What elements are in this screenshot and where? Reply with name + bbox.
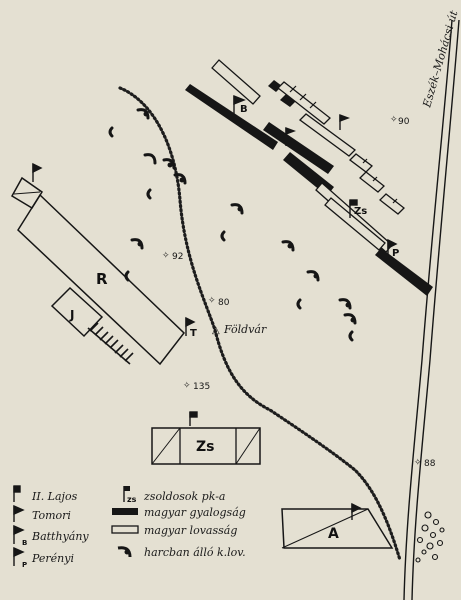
marsh-symbols xyxy=(415,511,445,563)
unit-J: J xyxy=(50,286,104,338)
elevation-80: 80 xyxy=(218,298,230,308)
legend-text-tomori: Tomori xyxy=(32,509,71,522)
unit-Zs-bottom: Zs xyxy=(151,427,261,465)
cavalry-hatch xyxy=(289,85,398,204)
cavalry-unit xyxy=(211,59,261,105)
unit-label-P: P xyxy=(392,248,399,259)
infantry-bar xyxy=(375,248,433,296)
infantry-bar xyxy=(263,122,334,174)
unit-label-R: R xyxy=(96,270,108,288)
elevation-92: 92 xyxy=(172,252,183,262)
artillery-line xyxy=(87,322,134,365)
unit-label-B: B xyxy=(240,104,248,115)
elevation-135: 135 xyxy=(193,382,210,392)
legend-infantry-swatch xyxy=(112,508,138,515)
commander-flags xyxy=(32,94,398,520)
legend-cavalry-swatch xyxy=(111,525,139,534)
elevation-88: 88 xyxy=(424,459,436,469)
svg-text:B: B xyxy=(22,539,27,547)
unit-label-J: J xyxy=(69,308,74,322)
svg-text:✧: ✧ xyxy=(183,381,191,391)
cavalry-unit xyxy=(324,197,386,251)
legend-text-lajos: II. Lajos xyxy=(31,490,78,503)
legend-text-lovassag: magyar lovasság xyxy=(144,524,237,537)
unit-label-A: A xyxy=(328,526,339,542)
legend: B P II. Lajos Tomori Batthyány Perényi z… xyxy=(13,485,246,569)
unit-A: A xyxy=(281,508,394,549)
road xyxy=(403,19,460,600)
legend-combat-icon xyxy=(117,546,132,558)
elevation-markers: ✧ 90 ✧ 92 ✧ 80 ✧ 135 ✧ 88 xyxy=(162,115,436,469)
hungarian-cavalry-units xyxy=(211,59,405,253)
svg-text:✧: ✧ xyxy=(390,115,398,125)
cavalry-unit xyxy=(379,193,405,215)
infantry-bar xyxy=(280,94,296,107)
elevation-90: 90 xyxy=(398,117,410,127)
legend-text-perenyi: Perényi xyxy=(31,552,74,565)
infantry-bar xyxy=(185,84,278,150)
svg-text:✧: ✧ xyxy=(208,296,216,306)
svg-text:✧: ✧ xyxy=(162,251,170,261)
unit-label-Zs-bottom: Zs xyxy=(196,439,214,455)
cavalry-unit xyxy=(277,81,331,125)
svg-text:P: P xyxy=(22,561,27,569)
svg-text:zs: zs xyxy=(127,495,137,504)
cavalry-unit xyxy=(359,171,385,193)
legend-text-gyalogsag: magyar gyalogság xyxy=(144,506,246,519)
triangle-icon: △ xyxy=(212,325,220,336)
cavalry-unit xyxy=(349,153,373,173)
svg-text:✧: ✧ xyxy=(414,458,422,468)
legend-text-zsoldosok: zsoldosok pk-a xyxy=(143,490,225,503)
legend-text-batthyany: Batthyány xyxy=(31,530,89,543)
cavalry-unit xyxy=(299,113,356,157)
legend-text-harcban: harcban álló k.lov. xyxy=(144,546,246,559)
unit-label-T: T xyxy=(190,328,197,339)
lajos-guard-unit xyxy=(10,176,44,210)
unit-label-Zs-top: Zs xyxy=(354,206,367,217)
ottoman-dots xyxy=(137,111,356,323)
place-label-foldvar: Földvár xyxy=(223,323,267,336)
